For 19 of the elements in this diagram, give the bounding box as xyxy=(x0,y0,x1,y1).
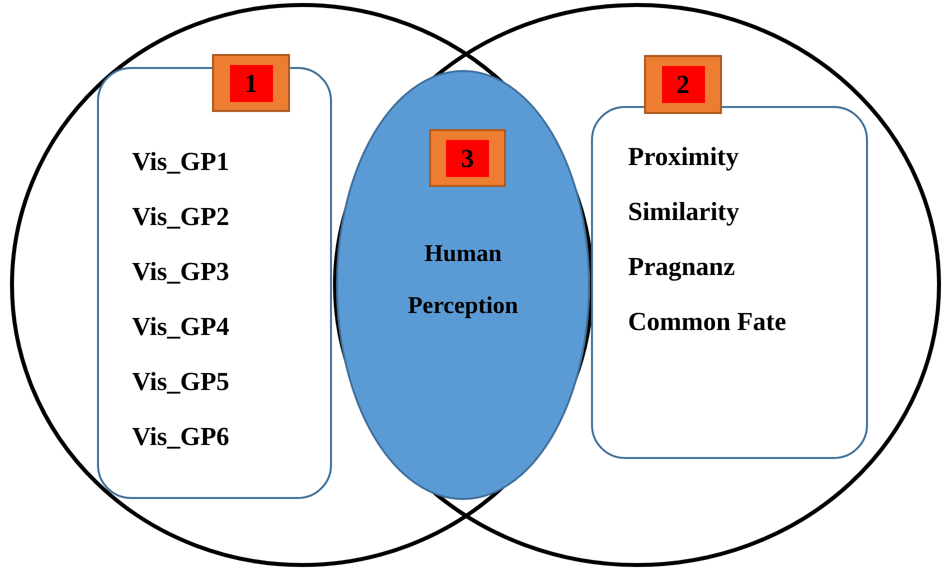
number-badge xyxy=(212,54,290,112)
list-item: Common Fate xyxy=(628,306,786,338)
number-badge xyxy=(429,129,506,187)
list-item: Vis_GP2 xyxy=(132,201,230,233)
ellipse-text: Human Perception xyxy=(406,240,520,321)
rounded-panel xyxy=(97,67,332,499)
callout-number: 3 xyxy=(446,140,489,176)
list-item: Vis_GP4 xyxy=(132,311,230,343)
number-badge xyxy=(644,55,722,114)
rounded-panel xyxy=(591,106,868,459)
list-item: Pragnanz xyxy=(628,251,735,283)
list-item: Vis_GP5 xyxy=(132,366,230,398)
callout-number: 1 xyxy=(230,64,272,102)
list-item: Proximity xyxy=(628,141,739,173)
list-item: Vis_GP1 xyxy=(132,146,230,178)
list-item: Similarity xyxy=(628,196,740,228)
callout-number: 2 xyxy=(662,66,704,103)
list-item: Vis_GP3 xyxy=(132,256,230,288)
list-item: Vis_GP6 xyxy=(132,421,230,453)
